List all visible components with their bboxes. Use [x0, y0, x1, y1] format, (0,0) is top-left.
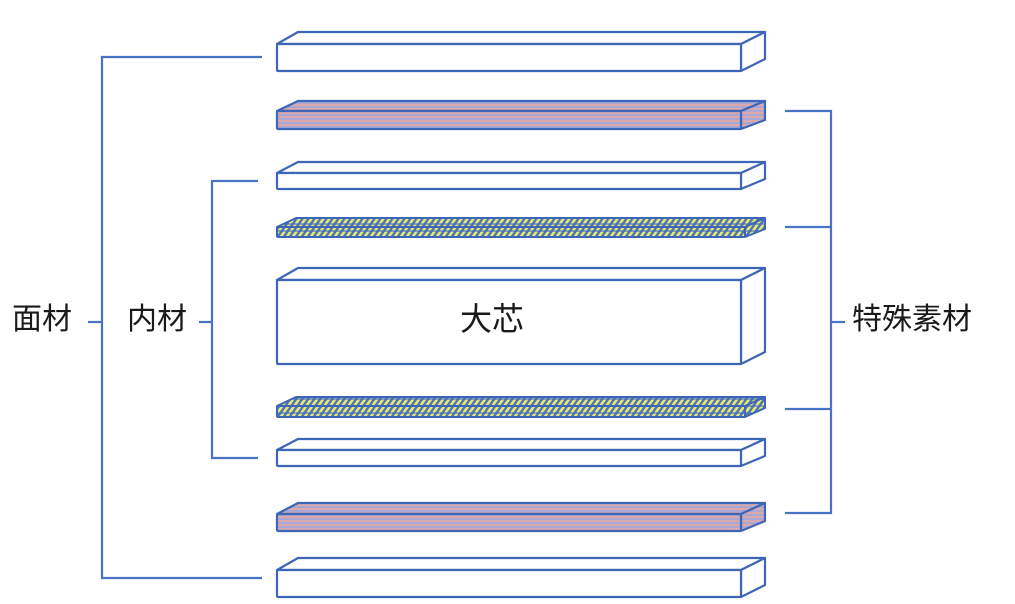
special-material-bracket [785, 109, 845, 515]
inner-material-label: 内材 [127, 302, 187, 337]
layer-face-top [275, 30, 767, 73]
face-material-label: 面材 [12, 302, 72, 337]
special-material-label: 特殊素材 [852, 302, 972, 337]
face-material-bracket [88, 55, 262, 580]
layer-inner-top [275, 160, 767, 191]
inner-material-bracket [199, 179, 258, 460]
layer-special-veneer-bottom [275, 501, 767, 533]
layer-face-bottom [275, 556, 767, 599]
layer-core [275, 266, 767, 366]
layer-special-mesh-bottom [276, 396, 766, 418]
core-label: 大芯 [460, 300, 525, 338]
layer-special-veneer-top [275, 99, 767, 131]
layer-special-mesh-top [276, 217, 766, 238]
layer-inner-bottom [275, 437, 767, 468]
